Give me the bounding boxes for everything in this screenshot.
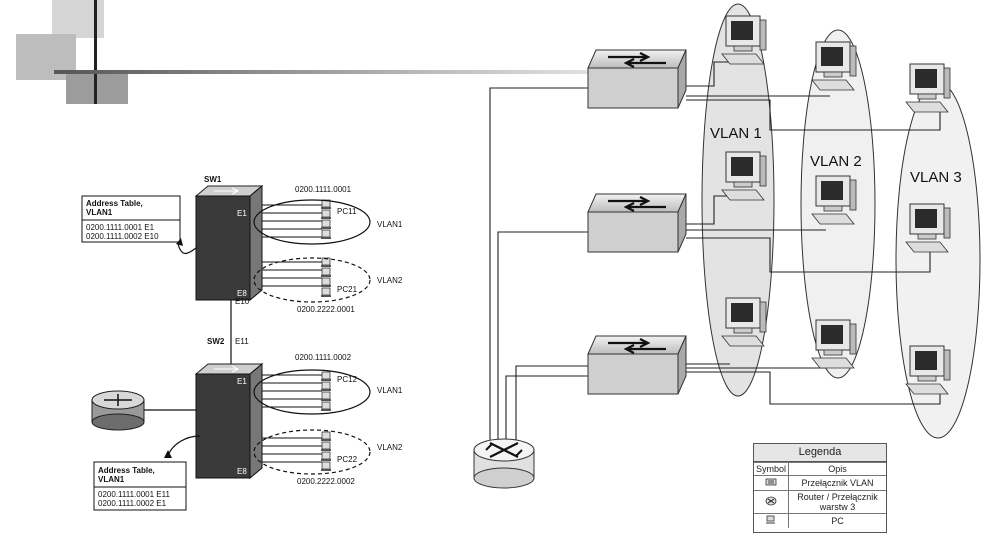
pc21-label: PC21 xyxy=(337,285,358,294)
address-table-sw1: Address Table, VLAN1 0200.1111.0001 E1 0… xyxy=(81,195,181,243)
vlan-switch-1 xyxy=(586,48,688,110)
sw2-bottom-mac: 0200.2222.0002 xyxy=(297,477,355,486)
sw1-port-e1: E1 xyxy=(237,209,247,218)
vlan-2-label: VLAN 2 xyxy=(810,153,862,170)
sw2-port-e8: E8 xyxy=(237,467,247,476)
sw1-pcs xyxy=(320,199,332,298)
svg-text:0200.1111.0002 E10: 0200.1111.0002 E10 xyxy=(86,232,159,241)
pc22-label: PC22 xyxy=(337,455,358,464)
legend-header-row: Symbol Opis xyxy=(754,462,886,476)
svg-text:0200.1111.0001 E11: 0200.1111.0001 E11 xyxy=(98,490,170,499)
vlan1-label-sw2: VLAN1 xyxy=(377,386,403,395)
pc-icon xyxy=(754,513,790,528)
sw1-port-e10: E10 xyxy=(235,297,250,306)
svg-text:VLAN1: VLAN1 xyxy=(86,208,113,217)
svg-text:Address Table,: Address Table, xyxy=(86,199,143,208)
vlan-1-label: VLAN 1 xyxy=(710,125,762,142)
vlan2-label-sw2: VLAN2 xyxy=(377,443,403,452)
right-diagram: VLAN 1 VLAN 2 VLAN 3 xyxy=(473,3,981,489)
legend-box: Legenda Symbol Opis Przełącznik VLAN Rou… xyxy=(753,443,887,533)
sw2-port-e11: E11 xyxy=(235,337,249,346)
legend-row-pc: PC xyxy=(754,513,886,528)
sw1-switch xyxy=(194,184,264,302)
sw1-label: SW1 xyxy=(204,175,222,184)
sw2-switch xyxy=(194,362,264,480)
left-diagram: SW1 0200.1111.0001 E1 E8 E10 0200.2222.0… xyxy=(81,175,403,511)
vlan-switch-2 xyxy=(586,192,688,254)
pc12-label: PC12 xyxy=(337,375,358,384)
pc11-label: PC11 xyxy=(337,207,357,216)
legend-row-switch: Przełącznik VLAN xyxy=(754,475,886,491)
slide-decoration xyxy=(16,0,674,104)
vlan2-label-sw1: VLAN2 xyxy=(377,276,403,285)
sw1-bottom-mac: 0200.2222.0001 xyxy=(297,305,355,314)
legend-table: Symbol Opis Przełącznik VLAN Router / Pr… xyxy=(754,462,886,528)
legend-col-symbol: Symbol xyxy=(754,462,790,476)
vlan1-label-sw1: VLAN1 xyxy=(377,220,403,229)
layer3-router-icon xyxy=(473,438,535,489)
sw1-top-mac: 0200.1111.0001 xyxy=(295,185,352,194)
legend-switch-label: Przełącznik VLAN xyxy=(788,475,886,491)
legend-router-label: Router / Przełącznik warstw 3 xyxy=(788,490,886,514)
svg-text:0200.1111.0001 E1: 0200.1111.0001 E1 xyxy=(86,223,155,232)
svg-text:VLAN1: VLAN1 xyxy=(98,475,125,484)
sw2-top-mac: 0200.1111.0002 xyxy=(295,353,352,362)
switch-icon xyxy=(754,475,790,491)
sw1-port-e8: E8 xyxy=(237,289,247,298)
sw2-pcs xyxy=(320,371,332,472)
vlan-3-label: VLAN 3 xyxy=(910,169,962,186)
router-icon-small xyxy=(754,490,790,514)
legend-pc-label: PC xyxy=(788,513,886,528)
sw2-port-e1: E1 xyxy=(237,377,247,386)
vlan-switch-3 xyxy=(586,334,688,396)
router-icon xyxy=(91,390,145,431)
sw2-label: SW2 xyxy=(207,337,225,346)
address-table-sw2: Address Table, VLAN1 0200.1111.0001 E11 … xyxy=(93,461,187,511)
svg-text:0200.1111.0002 E1: 0200.1111.0002 E1 xyxy=(98,499,167,508)
legend-col-desc: Opis xyxy=(788,462,886,476)
svg-text:Address Table,: Address Table, xyxy=(98,466,155,475)
legend-title: Legenda xyxy=(754,444,886,462)
legend-row-router: Router / Przełącznik warstw 3 xyxy=(754,490,886,514)
